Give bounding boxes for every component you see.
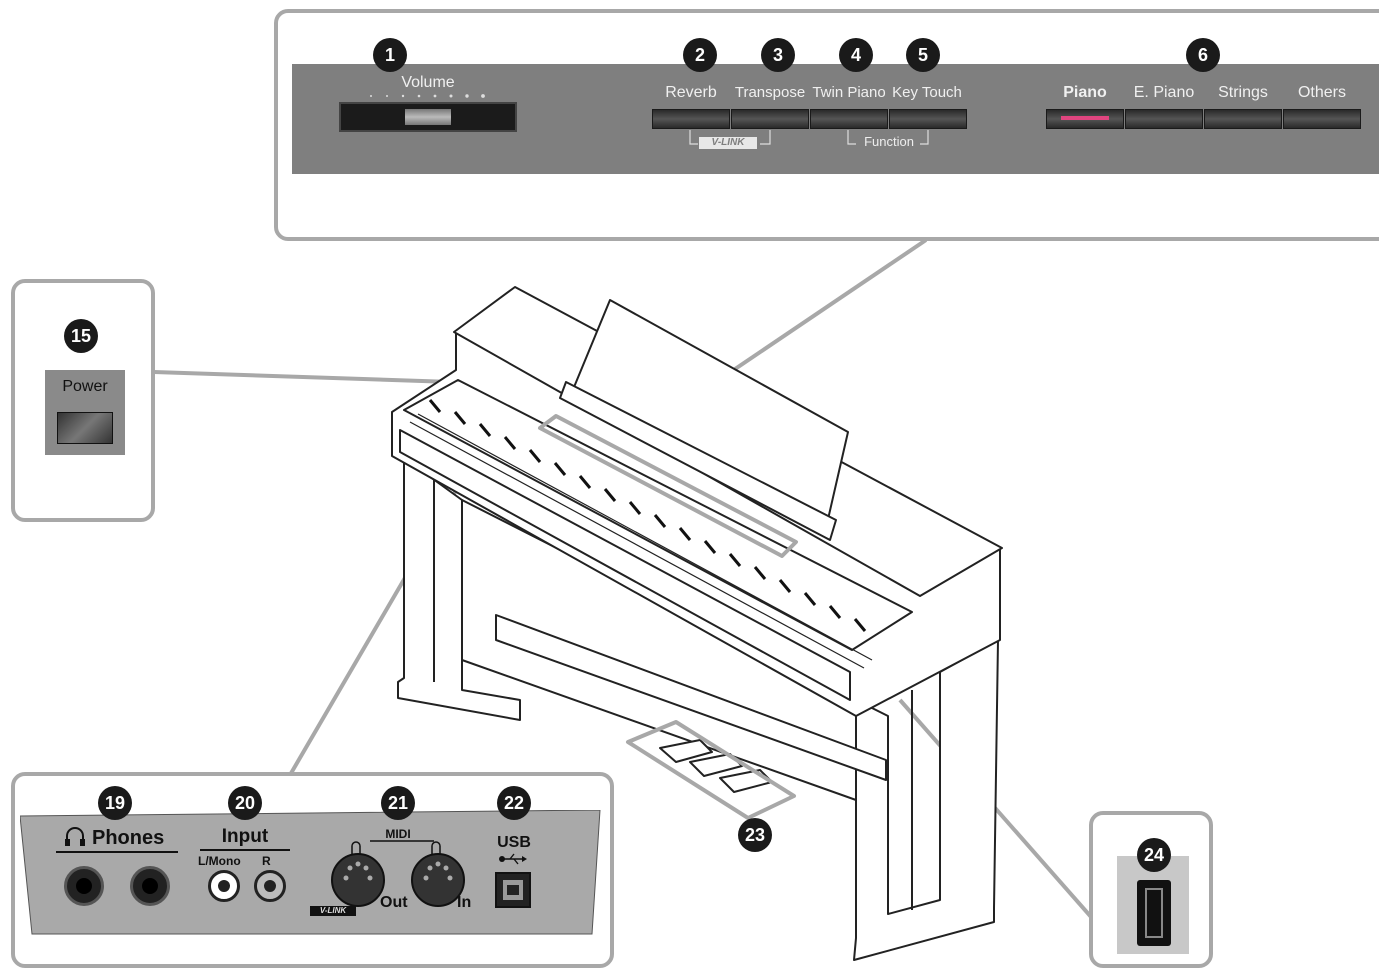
transpose-label: Transpose — [734, 84, 806, 101]
usb-memory-port[interactable] — [1137, 880, 1171, 946]
callout-badge-5: 5 — [906, 38, 940, 72]
reverb-label: Reverb — [665, 84, 717, 101]
panel-brackets — [689, 130, 929, 145]
e-piano-label: E. Piano — [1133, 84, 1195, 101]
piano-illustration — [391, 286, 1003, 961]
callout-badge-22: 22 — [497, 786, 531, 820]
function-label: Function — [864, 134, 914, 149]
callout-badge-2: 2 — [683, 38, 717, 72]
reverb-button[interactable] — [652, 109, 730, 129]
others-button[interactable] — [1283, 109, 1361, 129]
key-touch-button[interactable] — [889, 109, 967, 129]
phones-jack-2[interactable] — [130, 866, 170, 906]
volume-slider[interactable] — [339, 102, 517, 132]
input-jack-l-mono[interactable] — [208, 870, 240, 902]
twin-piano-button[interactable] — [810, 109, 888, 129]
phones-label: Phones — [92, 827, 165, 849]
phones-underline — [56, 851, 178, 853]
phones-jack-1[interactable] — [64, 866, 104, 906]
transpose-button[interactable] — [731, 109, 809, 129]
midi-out-label: Out — [380, 894, 408, 911]
midi-connectors — [331, 840, 465, 907]
callout-badge-6: 6 — [1186, 38, 1220, 72]
key-touch-label: Key Touch — [892, 84, 962, 101]
input-label: Input — [221, 826, 269, 847]
volume-scale-dots — [370, 94, 485, 98]
callout-badge-19: 19 — [98, 786, 132, 820]
callout-badge-20: 20 — [228, 786, 262, 820]
strings-button[interactable] — [1204, 109, 1282, 129]
piano-label: Piano — [1063, 84, 1107, 101]
power-panel: Power — [45, 370, 125, 455]
midi-in-label: In — [457, 894, 472, 911]
power-label: Power — [62, 378, 108, 395]
callout-badge-1: 1 — [373, 38, 407, 72]
usb-label: USB — [497, 834, 531, 851]
callout-badge-3: 3 — [761, 38, 795, 72]
volume-knob[interactable] — [405, 109, 451, 125]
twin-piano-label: Twin Piano — [812, 84, 886, 101]
usb-icon — [499, 853, 527, 865]
callout-badge-15: 15 — [64, 319, 98, 353]
callout-badge-21: 21 — [381, 786, 415, 820]
vlink-panel-badge: V-LINK — [699, 137, 757, 149]
strings-label: Strings — [1218, 84, 1268, 101]
volume-label: Volume — [401, 74, 455, 91]
e-piano-button[interactable] — [1125, 109, 1203, 129]
input-underline — [200, 849, 290, 851]
callout-badge-24: 24 — [1137, 838, 1171, 872]
power-button[interactable] — [57, 412, 113, 444]
usb-b-port[interactable] — [495, 872, 531, 908]
callout-badge-23: 23 — [738, 818, 772, 852]
input-jack-r[interactable] — [254, 870, 286, 902]
r-label: R — [262, 854, 271, 868]
headphones-icon — [65, 827, 85, 846]
midi-label: MIDI — [385, 827, 411, 841]
piano-button[interactable] — [1046, 109, 1124, 129]
callout-badge-4: 4 — [839, 38, 873, 72]
l-mono-label: L/Mono — [198, 854, 241, 868]
others-label: Others — [1297, 84, 1346, 101]
piano-led-indicator — [1061, 116, 1109, 120]
vlink-midi-badge: V-LINK — [310, 906, 356, 916]
